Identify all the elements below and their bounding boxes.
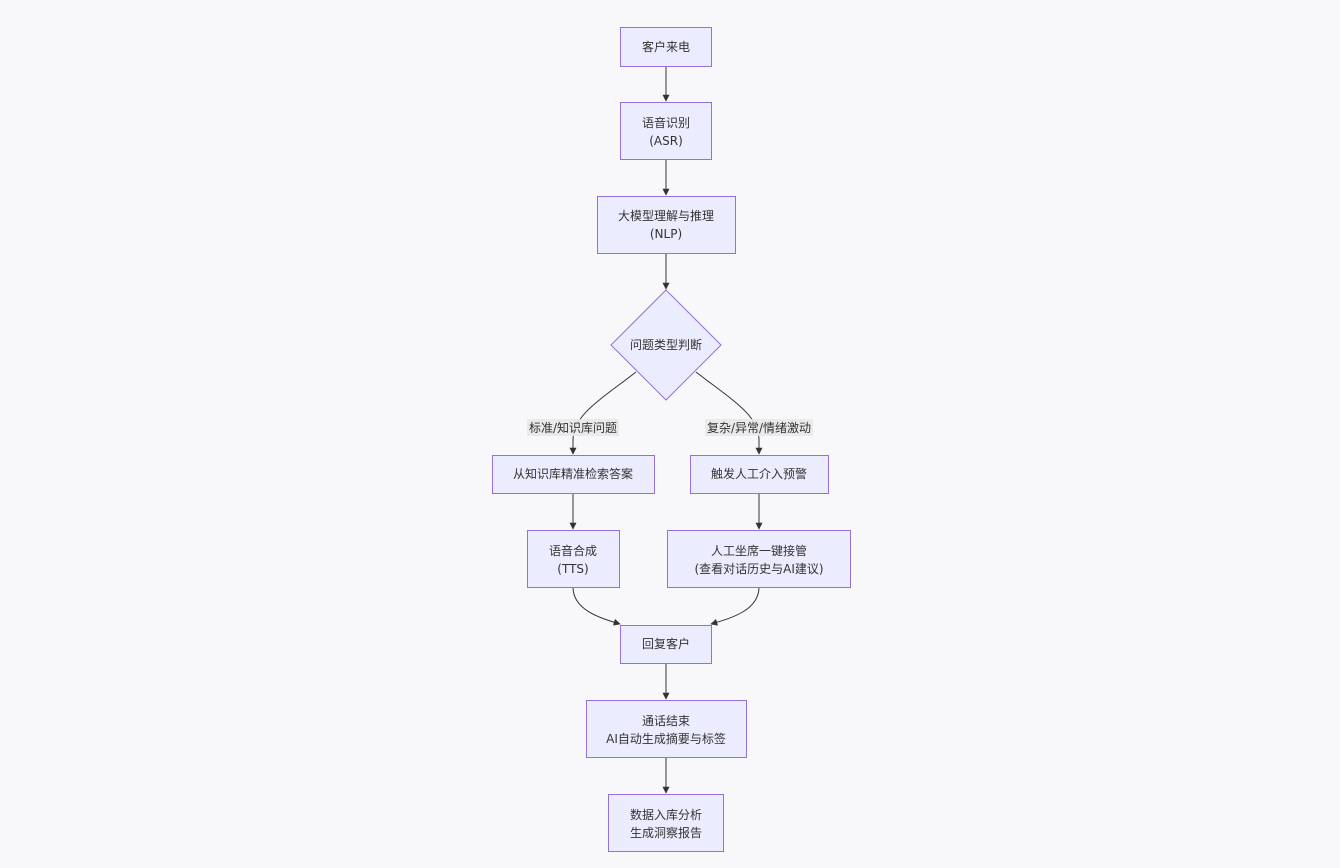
node-end: 通话结束 AI自动生成摘要与标签 xyxy=(586,700,747,758)
node-label: 数据入库分析 xyxy=(630,807,702,822)
node-label: 语音合成 xyxy=(549,543,597,558)
node-label: (TTS) xyxy=(557,562,588,576)
node-label: (NLP) xyxy=(650,227,682,241)
edge-decision-kb xyxy=(569,371,637,455)
node-label: 语音识别 xyxy=(642,115,690,130)
node-tts: 语音合成 (TTS) xyxy=(527,530,620,588)
edge-agent-reply xyxy=(710,586,760,626)
node-data: 数据入库分析 生成洞察报告 xyxy=(608,794,724,852)
node-label: AI自动生成摘要与标签 xyxy=(606,731,726,746)
node-label: 回复客户 xyxy=(642,636,690,651)
node-label: (ASR) xyxy=(649,134,683,148)
node-call-in: 客户来电 xyxy=(620,27,712,67)
node-nlp: 大模型理解与推理 (NLP) xyxy=(597,196,736,254)
node-label: 触发人工介入预警 xyxy=(711,466,807,481)
node-asr: 语音识别 (ASR) xyxy=(620,102,712,160)
node-agent: 人工坐席一键接管 (查看对话历史与AI建议) xyxy=(667,530,851,588)
node-label: (查看对话历史与AI建议) xyxy=(694,562,823,576)
node-label: 客户来电 xyxy=(642,39,690,54)
node-label: 生成洞察报告 xyxy=(630,825,702,840)
edges xyxy=(569,66,763,794)
node-kb: 从知识库精准检索答案 xyxy=(492,455,655,494)
edge-label-standard: 标准/知识库问题 xyxy=(527,419,619,436)
node-label: 通话结束 xyxy=(642,714,690,728)
edge-label-complex: 复杂/异常/情绪激动 xyxy=(705,419,813,436)
node-label: 问题类型判断 xyxy=(630,337,702,352)
node-alert: 触发人工介入预警 xyxy=(690,455,829,494)
node-label: 人工坐席一键接管 xyxy=(711,543,807,558)
node-label: 标准/知识库问题 xyxy=(529,420,617,435)
node-reply: 回复客户 xyxy=(620,625,712,664)
edge-decision-alert xyxy=(695,371,763,455)
edge-tts-reply xyxy=(572,586,621,626)
node-decision: 问题类型判断 xyxy=(610,289,722,401)
node-label: 从知识库精准检索答案 xyxy=(513,466,633,481)
node-label: 大模型理解与推理 xyxy=(618,209,714,223)
node-label: 复杂/异常/情绪激动 xyxy=(707,421,811,435)
